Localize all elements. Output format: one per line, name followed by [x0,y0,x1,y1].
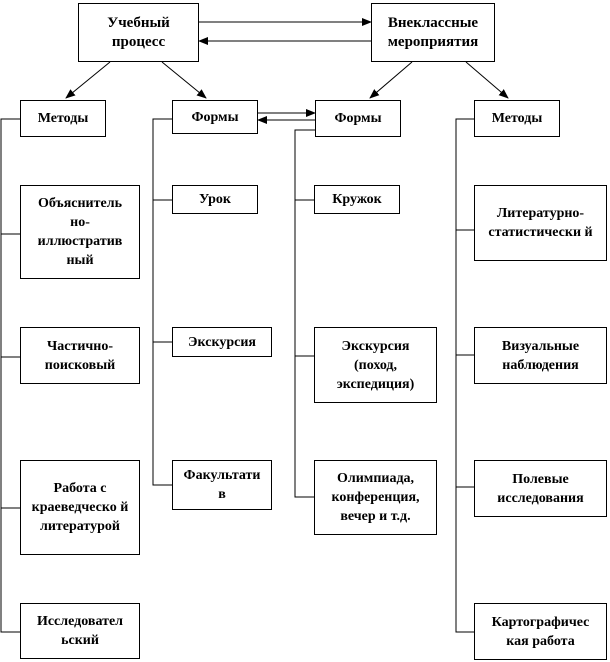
extracurricular-box: Внеклассные мероприятия [371,3,495,62]
education-process-box: Учебный процесс [78,3,199,62]
spine-methods-right [455,118,474,633]
arrow-edu-forms [161,61,207,99]
form-club: Кружок [314,185,400,214]
forms-right-header: Формы [315,100,401,137]
methods-left-header: Методы [20,100,106,137]
spine-forms-left [152,118,172,486]
spine-methods-left [0,118,20,633]
form-olympiad-conference: Олимпиада, конференция, вечер и т.д. [314,460,437,535]
form-lesson: Урок [172,185,258,214]
arrow-extra-forms [369,61,413,99]
method-local-literature: Работа с краеведческо й литературой [20,460,140,555]
spine-forms-right [294,129,315,498]
forms-left-header: Формы [172,100,258,134]
arrow-edu-methods [65,61,111,99]
method-visual-observation: Визуальные наблюдения [474,327,607,384]
method-research: Исследовател ьский [20,603,140,659]
method-cartographic: Картографичес кая работа [474,603,607,660]
method-field-research: Полевые исследования [474,460,607,517]
method-explanatory-illustrative: Объяснитель но-иллюстратив ный [20,185,140,279]
form-excursion-hike-expedition: Экскурсия (поход, экспедиция) [314,327,437,403]
methods-right-header: Методы [474,100,560,137]
method-partial-search: Частично-поисковый [20,327,140,384]
arrow-extra-methods [465,61,509,99]
method-literary-statistical: Литературно-статистически й [474,185,607,261]
form-excursion: Экскурсия [172,327,272,357]
form-elective: Факультати в [172,460,272,510]
